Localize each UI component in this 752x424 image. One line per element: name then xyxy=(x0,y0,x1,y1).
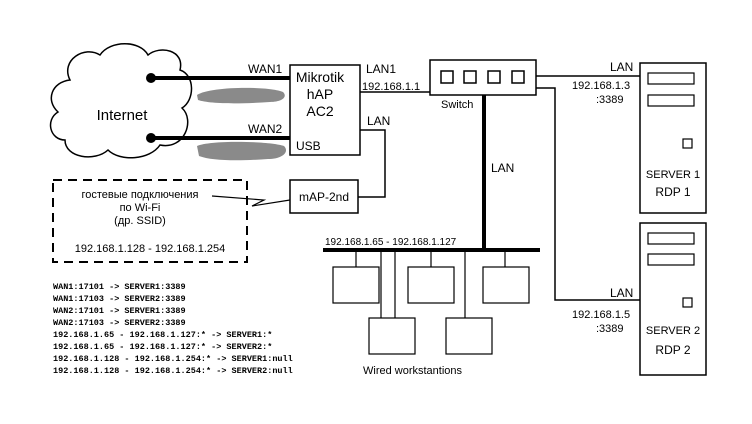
router: Mikrotik hAP AC2 USB xyxy=(289,64,361,156)
switch-port xyxy=(463,70,477,84)
cloud-label: Internet xyxy=(97,107,149,124)
wired-range: 192.168.1.65 - 192.168.1.127 xyxy=(325,237,457,248)
rule-line: WAN1:17101 -> SERVER1:3389 xyxy=(53,282,186,292)
internet-cloud: Internet xyxy=(49,43,193,159)
rule-line: 192.168.1.65 - 192.168.1.127:* -> SERVER… xyxy=(53,330,272,340)
rule-line: 192.168.1.65 - 192.168.1.127:* -> SERVER… xyxy=(53,342,272,352)
wired-workstations: 192.168.1.65 - 192.168.1.127 Wired works… xyxy=(323,237,540,377)
workstation xyxy=(368,317,416,355)
switch-lan-label: LAN xyxy=(491,161,514,175)
workstation xyxy=(407,266,455,304)
server1-drive xyxy=(647,94,695,107)
server1-port: :3389 xyxy=(596,94,624,106)
server2-power-icon xyxy=(682,297,693,308)
server2-drive xyxy=(647,253,695,266)
server1-lan-label: LAN xyxy=(610,60,633,74)
forwarding-rules: WAN1:17101 -> SERVER1:3389 WAN1:17103 ->… xyxy=(53,282,293,376)
router-name-line1: Mikrotik xyxy=(296,69,345,85)
workstation xyxy=(332,266,380,304)
wan1-endpoint xyxy=(146,73,156,83)
server-2: SERVER 2 RDP 2 LAN 192.168.1.5 :3389 xyxy=(572,222,707,376)
server1-rdp: RDP 1 xyxy=(655,185,690,199)
map-label: mAP-2nd xyxy=(299,190,349,204)
server2-port: :3389 xyxy=(596,323,624,335)
wan1-label: WAN1 xyxy=(248,62,283,76)
switch-port xyxy=(487,70,501,84)
rule-line: WAN1:17103 -> SERVER2:3389 xyxy=(53,294,186,304)
lan1-ip: 192.168.1.1 xyxy=(362,81,420,93)
workstation xyxy=(445,317,493,355)
router-name-line3: AC2 xyxy=(306,103,333,119)
wifi-signal-icon xyxy=(211,195,291,207)
rule-line: WAN2:17103 -> SERVER2:3389 xyxy=(53,318,186,328)
guest-range: 192.168.1.128 - 192.168.1.254 xyxy=(75,243,225,255)
server2-box xyxy=(639,222,707,376)
server1-box xyxy=(639,62,707,214)
guest-wifi-zone: гостевые подключения по Wi-Fi (др. SSID)… xyxy=(52,179,248,263)
lan1-label: LAN1 xyxy=(366,62,396,76)
router-box xyxy=(289,64,361,156)
server1-name: SERVER 1 xyxy=(646,169,700,181)
router-lan-label: LAN xyxy=(367,114,390,128)
server1-ip: 192.168.1.3 xyxy=(572,80,630,92)
server2-link xyxy=(536,87,640,301)
router-name-line2: hAP xyxy=(307,86,333,102)
wan2-label: WAN2 xyxy=(248,122,283,136)
wired-label: Wired workstantions xyxy=(363,365,463,377)
switch: Switch xyxy=(429,59,537,111)
workstation xyxy=(482,266,530,304)
rule-line: 192.168.1.128 - 192.168.1.254:* -> SERVE… xyxy=(53,366,293,376)
server2-drive xyxy=(647,232,695,245)
server1-power-icon xyxy=(682,138,693,149)
switch-port xyxy=(511,70,525,84)
wan2-endpoint xyxy=(146,133,156,143)
switch-label: Switch xyxy=(441,99,473,111)
map-link xyxy=(358,129,386,198)
redacted-ip-wan2 xyxy=(197,141,287,161)
server-1: SERVER 1 RDP 1 LAN 192.168.1.3 :3389 xyxy=(572,60,707,214)
rule-line: WAN2:17101 -> SERVER1:3389 xyxy=(53,306,186,316)
switch-port xyxy=(440,70,454,84)
server2-rdp: RDP 2 xyxy=(655,343,690,357)
guest-zone-border xyxy=(52,179,248,263)
server2-name: SERVER 2 xyxy=(646,325,700,337)
guest-line1: гостевые подключения xyxy=(82,189,199,201)
server2-lan-label: LAN xyxy=(610,286,633,300)
map-device: mAP-2nd xyxy=(289,179,359,214)
guest-line2: по Wi-Fi xyxy=(120,202,161,214)
server2-ip: 192.168.1.5 xyxy=(572,309,630,321)
rule-line: 192.168.1.128 - 192.168.1.254:* -> SERVE… xyxy=(53,354,293,364)
wan-links: WAN1 WAN2 xyxy=(146,62,290,161)
map-box xyxy=(289,179,359,214)
redacted-ip-wan1 xyxy=(197,87,285,104)
router-usb-label: USB xyxy=(296,139,321,153)
server1-drive xyxy=(647,72,695,85)
guest-line3: (др. SSID) xyxy=(114,215,166,227)
